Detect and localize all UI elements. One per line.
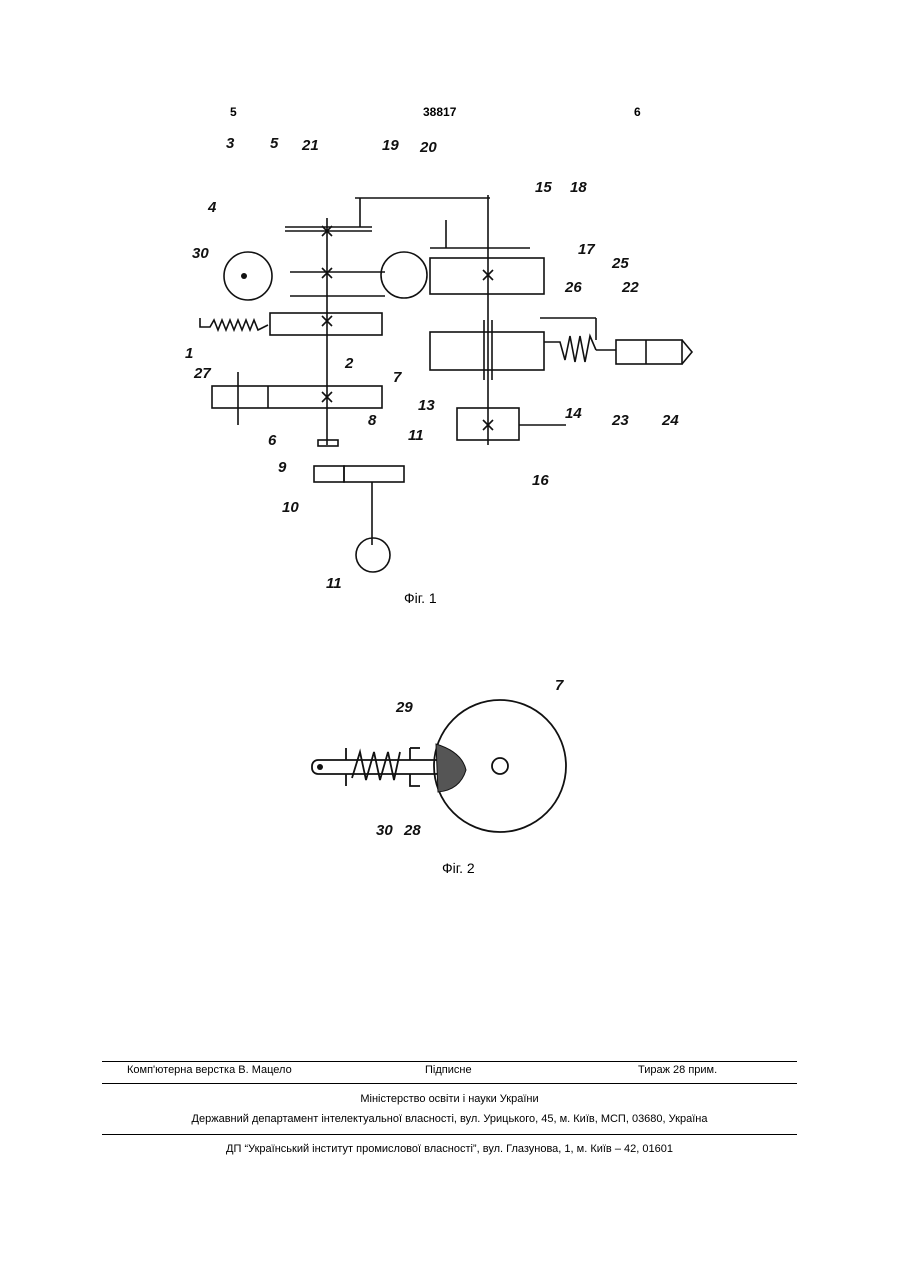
fig1-label-8: 8 bbox=[368, 412, 377, 429]
fig1-label-6: 6 bbox=[268, 432, 277, 449]
layout-credit: Комп'ютерна верстка В. Мацело bbox=[127, 1064, 292, 1076]
fig1-label-17: 17 bbox=[578, 241, 595, 258]
fig2-label-7: 7 bbox=[555, 677, 564, 694]
fig1-label-11: 11 bbox=[326, 575, 342, 592]
signed-label: Підписне bbox=[425, 1064, 472, 1076]
fig1-label-7: 7 bbox=[393, 369, 402, 386]
figure-2-caption: Фіг. 2 bbox=[442, 860, 475, 876]
fig1-label-21: 21 bbox=[301, 137, 319, 154]
fig1-label-1: 1 bbox=[185, 345, 193, 362]
fig1-label-2: 2 bbox=[344, 355, 354, 372]
fig1-label-4: 4 bbox=[207, 199, 217, 216]
ministry: Міністерство освіти і науки України bbox=[102, 1093, 797, 1105]
left-page-number: 5 bbox=[230, 105, 237, 119]
fig2-label-28: 28 bbox=[403, 822, 421, 839]
fig1-label-12: 11 bbox=[408, 427, 424, 444]
fig1-label-24: 24 bbox=[661, 412, 679, 429]
fig1-label-14: 14 bbox=[565, 405, 582, 422]
fig1-label-26: 26 bbox=[564, 279, 582, 296]
fig1-label-19: 19 bbox=[382, 137, 399, 154]
figure-1-diagram: 3 5 21 19 20 15 18 4 30 17 25 26 22 1 2 … bbox=[170, 125, 715, 610]
fig1-label-18: 18 bbox=[570, 179, 587, 196]
department-address: Державний департамент інтелектуальної вл… bbox=[102, 1113, 797, 1125]
fig1-label-16: 16 bbox=[532, 472, 549, 489]
institute-address: ДП “Український інститут промислової вла… bbox=[102, 1143, 797, 1155]
fig1-label-23: 23 bbox=[611, 412, 629, 429]
fig1-label-10: 10 bbox=[282, 499, 299, 516]
fig1-label-3: 3 bbox=[226, 135, 235, 152]
footer-rule-bottom bbox=[102, 1134, 797, 1135]
fig1-label-27: 27 bbox=[193, 365, 211, 382]
fig2-label-30: 30 bbox=[376, 822, 393, 839]
circulation: Тираж 28 прим. bbox=[638, 1064, 717, 1076]
fig1-label-22: 22 bbox=[621, 279, 639, 296]
fig1-label-15: 15 bbox=[535, 179, 552, 196]
fig1-label-30: 30 bbox=[192, 245, 209, 262]
footer-rule-top bbox=[102, 1061, 797, 1062]
figure-1-caption: Фіг. 1 bbox=[404, 590, 437, 606]
fig1-label-25: 25 bbox=[611, 255, 629, 272]
patent-number: 38817 bbox=[423, 105, 456, 119]
fig1-label-13: 13 bbox=[418, 397, 435, 414]
figure-2-diagram: 7 29 30 28 bbox=[295, 655, 590, 880]
fig1-label-5: 5 bbox=[270, 135, 279, 152]
fig2-label-29: 29 bbox=[395, 699, 413, 716]
fig1-label-9: 9 bbox=[278, 459, 287, 476]
footer-rule-middle bbox=[102, 1083, 797, 1084]
fig1-label-20: 20 bbox=[419, 139, 437, 156]
right-page-number: 6 bbox=[634, 105, 641, 119]
